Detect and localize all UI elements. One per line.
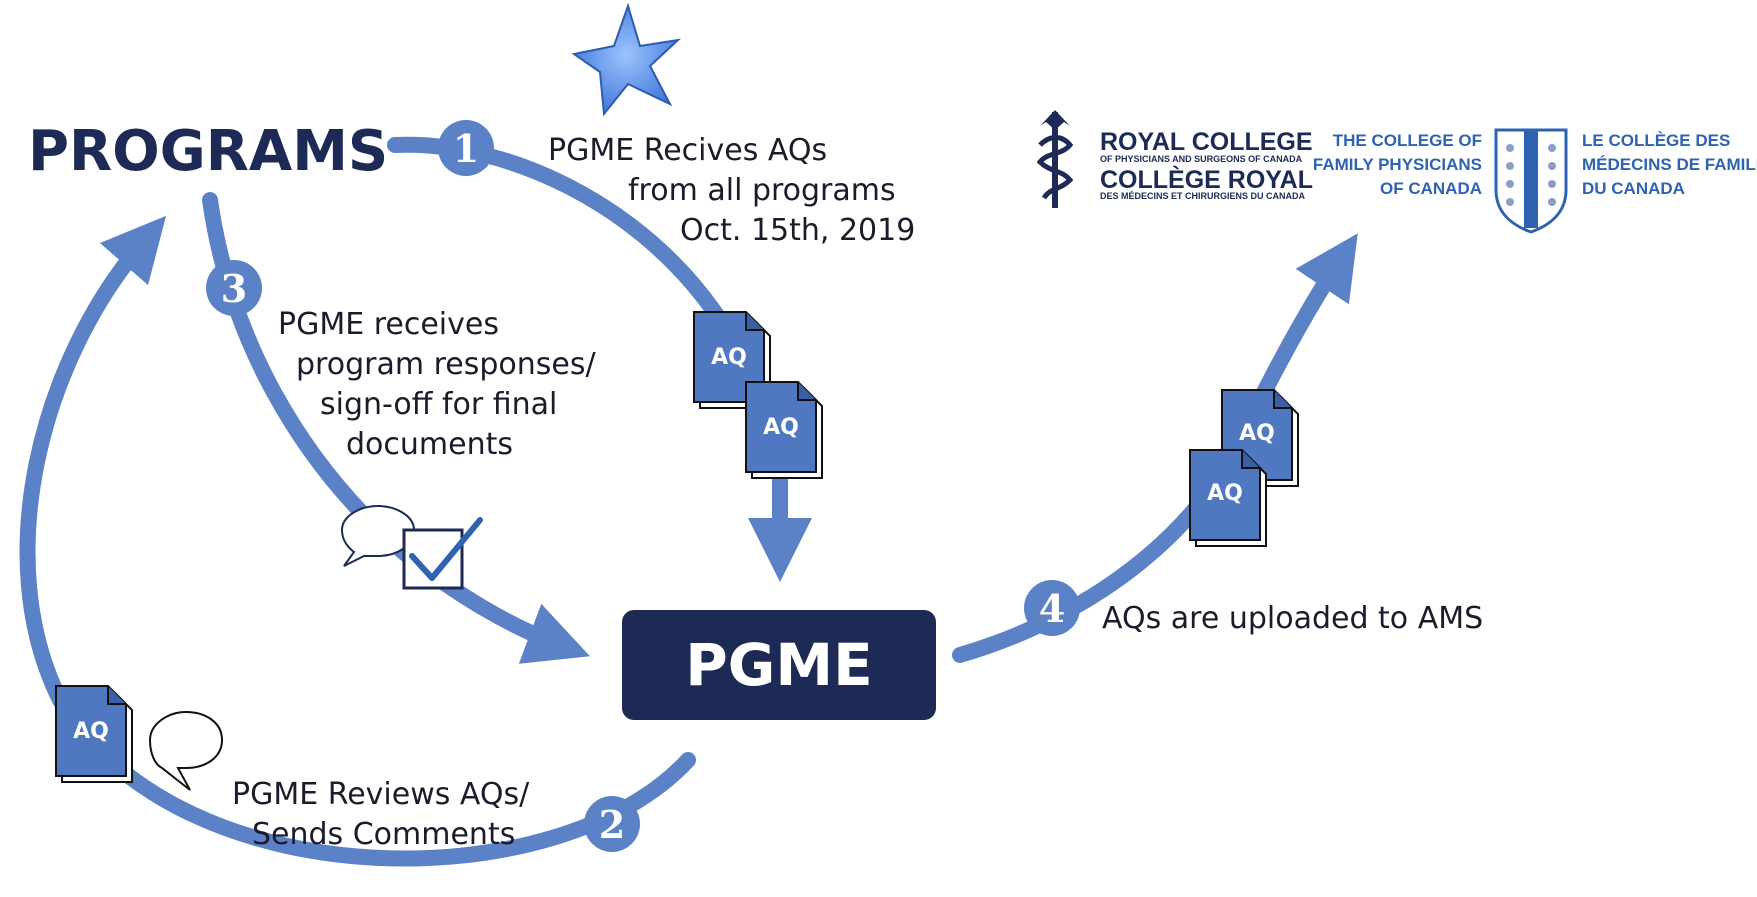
arrow-programs-to-pgme	[202, 192, 590, 664]
step-1-line-2: from all programs	[628, 173, 896, 208]
step-2-badge	[584, 796, 640, 852]
checkmark-icon	[409, 517, 483, 581]
step-1-number: 1	[453, 126, 479, 171]
step-4-line-1: AQs are uploaded to AMS	[1102, 601, 1483, 636]
aq-docs-uploaded: AQ AQ	[1189, 389, 1299, 547]
step-3-line-2: program responses/	[296, 347, 596, 382]
cfpc-en-line-1: THE COLLEGE OF	[1333, 131, 1482, 150]
aq-doc-icon: AQ	[1189, 449, 1267, 547]
svg-text:AQ: AQ	[711, 345, 747, 370]
aq-doc-icon: AQ	[745, 381, 823, 479]
pgme-box	[622, 610, 936, 720]
royal-college-line-4: DES MÉDECINS ET CHIRURGIENS DU CANADA	[1100, 191, 1306, 201]
svg-text:AQ: AQ	[73, 719, 109, 744]
step-1-line-3: Oct. 15th, 2019	[680, 213, 915, 248]
signoff-icon-group	[340, 504, 483, 590]
pgme-title: PGME	[685, 631, 872, 699]
family-physicians-logo: THE COLLEGE OF FAMILY PHYSICIANS OF CANA…	[1313, 128, 1757, 234]
arrow-programs-to-aq	[387, 136, 728, 328]
cfpc-fr-line-3: DU CANADA	[1582, 179, 1685, 198]
royal-college-line-1: ROYAL COLLEGE	[1100, 128, 1313, 156]
cfpc-en-line-3: OF CANADA	[1380, 179, 1482, 198]
shield-icon	[1494, 128, 1568, 234]
svg-text:AQ: AQ	[1239, 421, 1275, 446]
cfpc-en-line-2: FAMILY PHYSICIANS	[1313, 155, 1482, 174]
royal-college-line-2: OF PHYSICIANS AND SURGEONS OF CANADA	[1100, 154, 1303, 164]
star-icon	[571, 2, 682, 117]
cfpc-fr-line-1: LE COLLÈGE DES	[1582, 131, 1730, 150]
aq-doc-with-comment: AQ	[55, 685, 224, 791]
step-4-badge	[1024, 580, 1080, 636]
programs-title: PROGRAMS	[28, 119, 388, 184]
royal-college-line-3: COLLÈGE ROYAL	[1100, 165, 1313, 194]
aq-docs-incoming: AQ AQ	[693, 311, 823, 479]
step-3-line-1: PGME receives	[278, 307, 499, 342]
aq-doc-icon: AQ	[55, 685, 133, 783]
cfpc-fr-line-2: MÉDECINS DE FAMILLE	[1582, 155, 1757, 174]
step-2-line-1: PGME Reviews AQs/	[232, 777, 530, 812]
step-1-line-1: PGME Recives AQs	[548, 133, 827, 168]
svg-text:AQ: AQ	[763, 415, 799, 440]
step-4-number: 4	[1039, 586, 1065, 631]
svg-text:AQ: AQ	[1207, 481, 1243, 506]
step-2-line-2: Sends Comments	[252, 817, 515, 852]
comment-bubble-icon	[148, 710, 224, 791]
step-3-line-4: documents	[346, 427, 513, 462]
step-3-badge	[206, 260, 262, 316]
royal-college-logo: ROYAL COLLEGE OF PHYSICIANS AND SURGEONS…	[1036, 110, 1313, 208]
step-2-number: 2	[599, 802, 625, 847]
step-3-number: 3	[221, 266, 247, 311]
step-3-line-3: sign-off for final	[320, 387, 557, 422]
step-1-badge	[438, 120, 494, 176]
caduceus-icon	[1036, 110, 1074, 208]
